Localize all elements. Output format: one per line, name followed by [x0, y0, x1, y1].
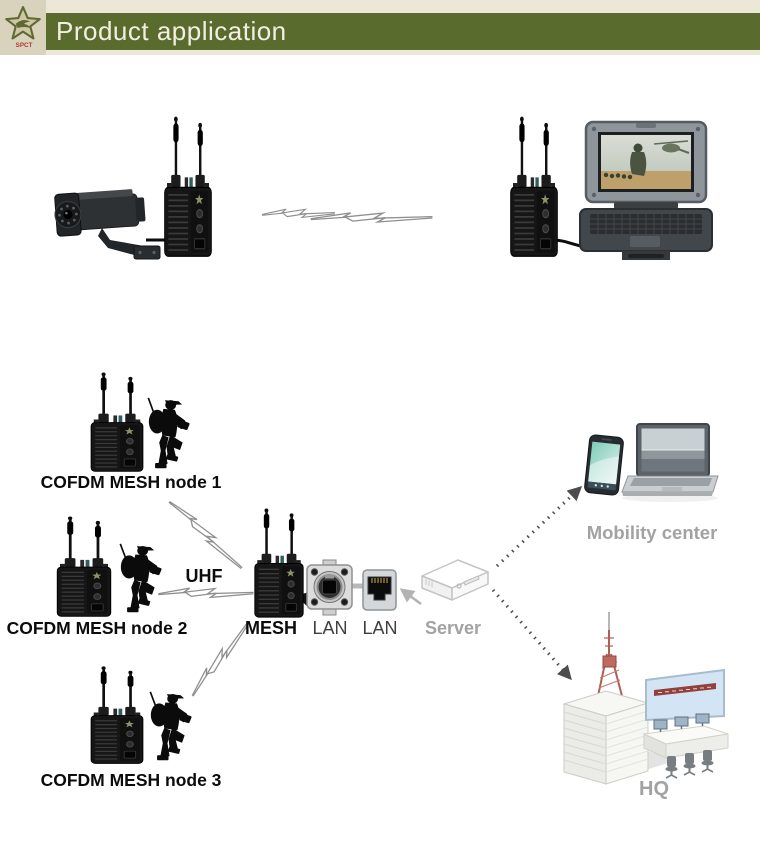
lan-port-label: LAN: [362, 618, 398, 638]
server-label: Server: [424, 618, 482, 638]
rf-link-node2-mesh: [157, 584, 255, 601]
mobility-laptop: [621, 423, 719, 502]
control-room: [642, 668, 729, 779]
rf-link-node1-mesh: [168, 495, 245, 574]
radio-unit-left: [162, 116, 214, 259]
page-header: SPCT Product application: [0, 0, 760, 55]
radio-unit-right: [508, 116, 560, 259]
hq-label: HQ: [639, 778, 669, 800]
hq-building: [562, 612, 678, 785]
node3-soldier: [149, 691, 193, 762]
mesh-radio: [253, 508, 305, 619]
brand-logo: SPCT: [0, 0, 46, 55]
lan-circular-connector: [306, 559, 353, 616]
mesh-label: MESH: [244, 618, 297, 638]
lan-connector-label: LAN: [312, 618, 348, 638]
dotted-arrow-server-to-hq: [491, 588, 572, 681]
ethernet-port: [362, 569, 397, 611]
header-bar: Product application: [46, 13, 760, 50]
node2-soldier: [119, 543, 163, 614]
server-box: [421, 559, 489, 601]
node1-radio: [89, 372, 145, 473]
node1-soldier: [147, 397, 191, 470]
page-title: Product application: [56, 16, 287, 46]
uhf-label: UHF: [185, 566, 223, 586]
node2-radio: [55, 516, 113, 618]
node3-radio: [89, 666, 145, 765]
smartphone: [584, 434, 624, 496]
arrow-server-to-lan: [399, 588, 422, 606]
node2-label: COFDM MESH node 2: [6, 618, 188, 638]
rugged-laptop: [579, 120, 713, 260]
node1-label: COFDM MESH node 1: [40, 472, 222, 492]
mobility-center-label: Mobility center: [586, 522, 718, 543]
rf-link-top: [261, 206, 434, 225]
dotted-arrow-server-to-mobility: [495, 486, 583, 568]
star-eagle-logo-icon: SPCT: [5, 5, 41, 48]
cctv-camera: [54, 189, 161, 260]
logo-text: SPCT: [16, 41, 33, 48]
node3-label: COFDM MESH node 3: [40, 770, 222, 790]
